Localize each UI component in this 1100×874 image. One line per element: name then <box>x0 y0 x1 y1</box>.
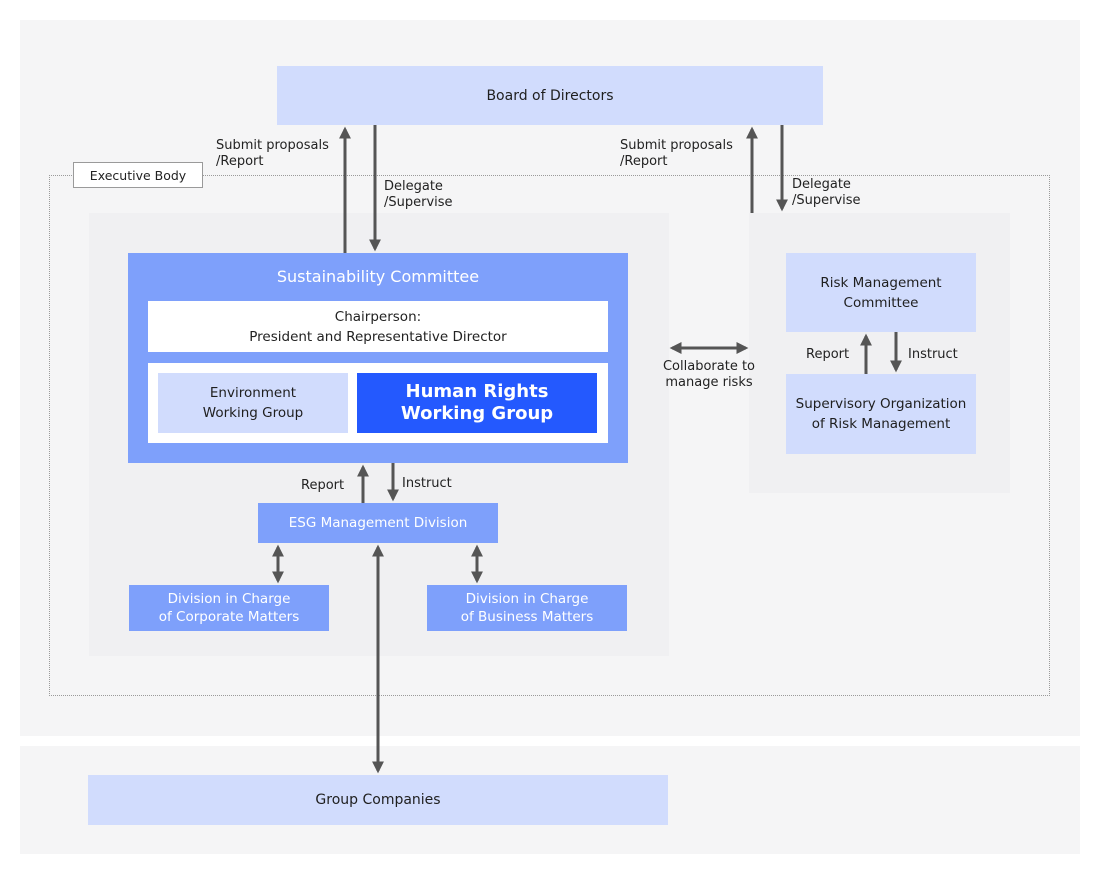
board-right-down-label: Delegate /Supervise <box>792 177 861 208</box>
environment-working-group-box: Environment Working Group <box>158 373 348 433</box>
supervisory-organization-box: Supervisory Organization of Risk Managem… <box>786 374 976 454</box>
working-groups-container: Environment Working Group Human Rights W… <box>148 363 608 443</box>
board-right-up-label: Submit proposals /Report <box>620 138 733 169</box>
esg-management-division-box: ESG Management Division <box>258 503 498 543</box>
sustainability-committee-box: Sustainability Committee Chairperson: Pr… <box>128 253 628 463</box>
group-companies-box: Group Companies <box>88 775 668 825</box>
board-left-up-label: Submit proposals /Report <box>216 138 329 169</box>
business-matters-division-box: Division in Charge of Business Matters <box>427 585 627 631</box>
board-left-down-label: Delegate /Supervise <box>384 179 453 210</box>
chairperson-box: Chairperson: President and Representativ… <box>148 301 608 352</box>
human-rights-working-group-box: Human Rights Working Group <box>357 373 597 433</box>
executive-body-outline <box>49 175 1050 696</box>
corporate-matters-division-box: Division in Charge of Corporate Matters <box>129 585 329 631</box>
risk-management-committee-box: Risk Management Committee <box>786 253 976 332</box>
risk-report-label: Report <box>806 347 850 362</box>
sustainability-committee-title: Sustainability Committee <box>276 267 480 286</box>
esg-instruct-label: Instruct <box>402 476 452 491</box>
esg-report-label: Report <box>301 478 345 493</box>
executive-body-label: Executive Body <box>73 162 203 188</box>
collaborate-label: Collaborate to manage risks <box>662 359 755 390</box>
board-of-directors-box: Board of Directors <box>277 66 823 125</box>
risk-instruct-label: Instruct <box>908 347 958 362</box>
